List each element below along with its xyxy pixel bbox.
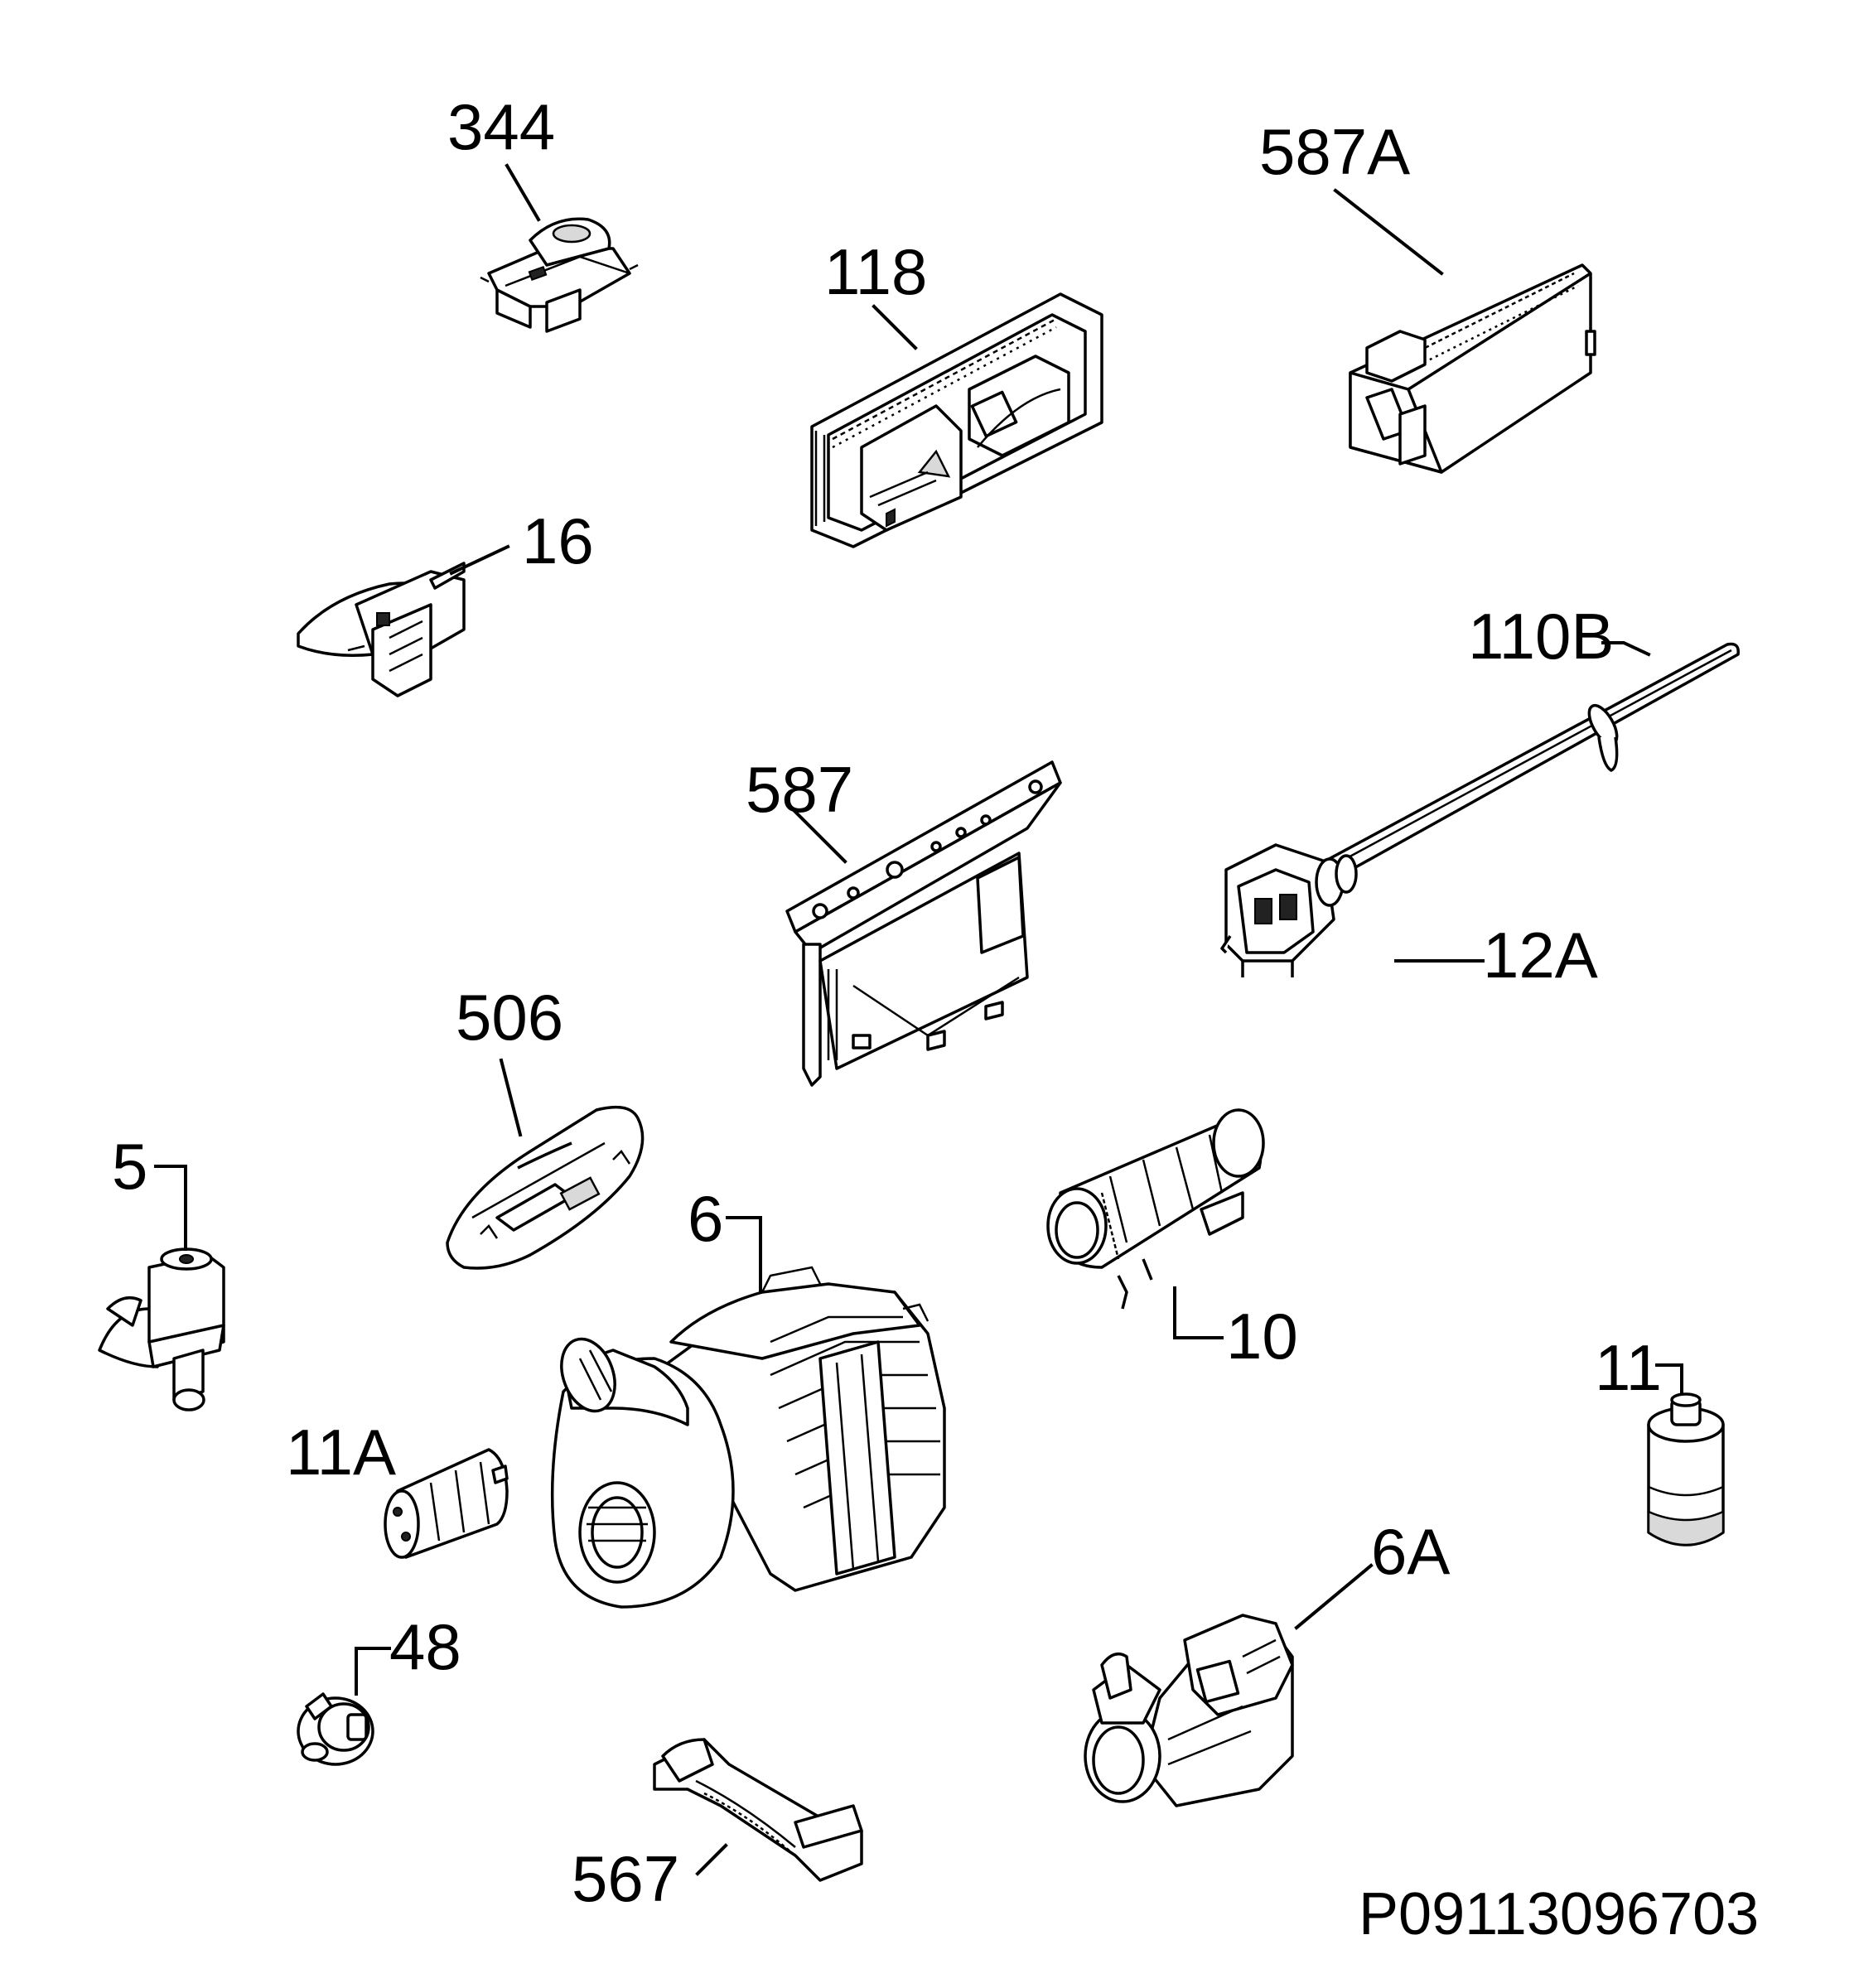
label-11: 11 — [1595, 1331, 1662, 1404]
label-11a: 11A — [286, 1416, 396, 1489]
label-12a: 12A — [1483, 919, 1598, 992]
label-48: 48 — [389, 1610, 461, 1683]
part-6-circulation-pump — [550, 1266, 946, 1609]
label-10: 10 — [1226, 1300, 1298, 1373]
part-506-flap — [446, 1105, 645, 1270]
part-11-cylinder — [1647, 1392, 1725, 1546]
label-16: 16 — [522, 504, 594, 577]
part-587a-electronic-module — [1349, 263, 1596, 474]
label-567: 567 — [572, 1842, 679, 1915]
part-344-latch — [480, 217, 639, 333]
part-118-control-module — [810, 292, 1103, 548]
part-11a-capacitor — [384, 1448, 509, 1559]
drawing-code: P09113096703 — [1359, 1881, 1759, 1947]
part-16-switch — [297, 562, 466, 697]
part-567-clamp — [653, 1738, 863, 1882]
label-587a: 587A — [1259, 115, 1410, 188]
part-12a-110b-sensor-and-tube — [1220, 642, 1740, 977]
part-587-bracket-frame — [785, 760, 1062, 1087]
label-118: 118 — [824, 235, 927, 308]
leader-lines — [154, 163, 1683, 1876]
part-48-plug — [297, 1692, 374, 1766]
part-6a-drain-pump — [1084, 1614, 1294, 1807]
label-506: 506 — [456, 981, 563, 1054]
label-587: 587 — [746, 753, 853, 826]
label-6: 6 — [688, 1182, 723, 1255]
label-5: 5 — [112, 1130, 147, 1203]
part-labels: 344 587A 118 16 110B 587 12A 506 5 6 10 … — [112, 90, 1759, 1947]
label-344: 344 — [447, 90, 555, 163]
part-5-inlet-valve — [98, 1247, 225, 1411]
label-6a: 6A — [1371, 1515, 1450, 1588]
part-10-heater — [1046, 1108, 1265, 1310]
label-110b: 110B — [1468, 600, 1614, 673]
